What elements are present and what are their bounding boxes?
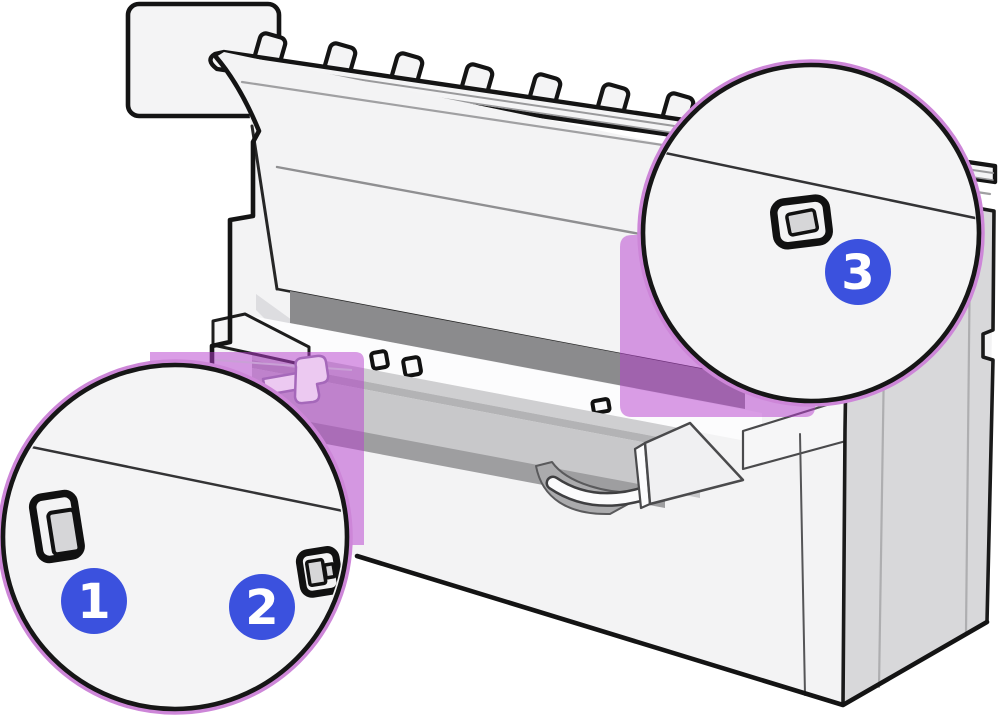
rear-ports — [369, 349, 612, 415]
magnifier-ring-purple — [637, 59, 985, 407]
badge-circle — [825, 239, 891, 305]
latch-handle — [261, 354, 330, 405]
small-port-icon — [295, 546, 343, 598]
top-right-magnifier: 3 — [637, 59, 985, 407]
bottom-edge — [354, 553, 990, 708]
badge-circle — [229, 574, 295, 640]
callout-badge-2: 2 — [229, 574, 295, 640]
callout-badge-1: 1 — [61, 568, 127, 634]
magnified-panel-edge — [7, 440, 343, 516]
bottom-left-magnifier: 1 2 — [0, 359, 353, 715]
badge-number-1: 1 — [77, 574, 110, 630]
port-1-location — [369, 349, 390, 371]
magnifier-ring-purple — [0, 359, 353, 715]
support-bracket — [633, 397, 848, 510]
left-step-edge — [209, 54, 262, 373]
large-port-icon — [28, 489, 85, 564]
port-3-location — [590, 397, 612, 415]
badge-number-3: 3 — [841, 245, 874, 301]
front-facet-line — [799, 433, 806, 696]
port-2-location — [401, 355, 423, 378]
badge-circle — [61, 568, 127, 634]
magnified-panel-edge — [646, 147, 976, 221]
callout-badge-3: 3 — [825, 239, 891, 305]
rear-port-icon — [770, 194, 833, 250]
badge-number-2: 2 — [245, 580, 278, 636]
